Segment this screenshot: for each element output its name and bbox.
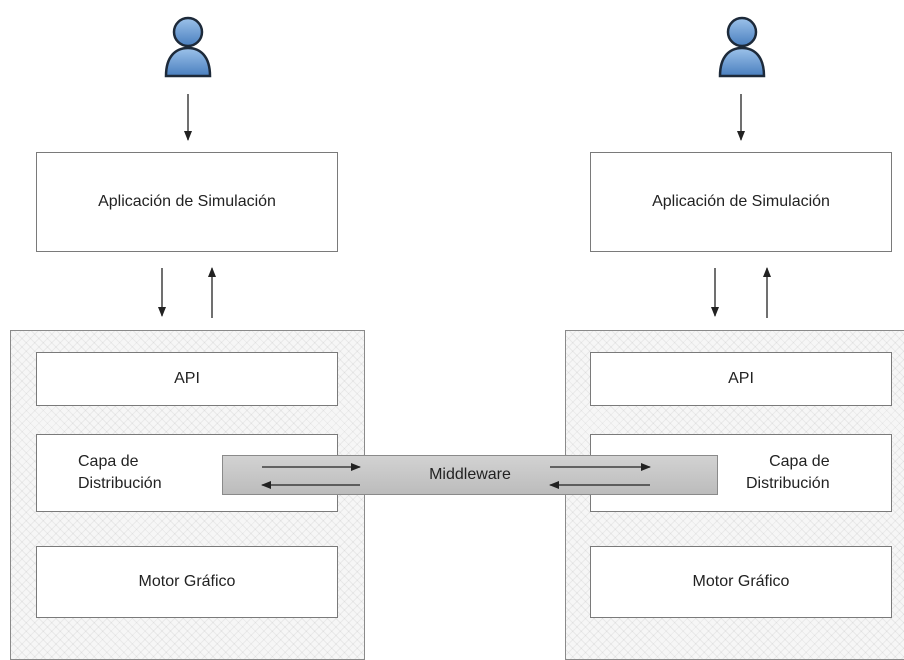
api-label-right: API: [728, 370, 754, 387]
distribution-line1-left: Capa de: [78, 453, 139, 470]
user-icon-left: [160, 10, 216, 80]
distribution-line1-right: Capa de: [769, 453, 830, 470]
app-label-left: Aplicación de Simulación: [98, 193, 276, 210]
app-label-right: Aplicación de Simulación: [652, 193, 830, 210]
user-icon-right: [714, 10, 770, 80]
distribution-label-right: Capa de Distribución: [746, 451, 830, 495]
api-box-right: API: [590, 352, 892, 406]
middleware-bar: Middleware: [222, 455, 718, 495]
middleware-label: Middleware: [429, 466, 511, 483]
api-label-left: API: [174, 370, 200, 387]
app-box-left: Aplicación de Simulación: [36, 152, 338, 252]
api-box-left: API: [36, 352, 338, 406]
motor-box-left: Motor Gráfico: [36, 546, 338, 618]
motor-label-right: Motor Gráfico: [692, 573, 790, 590]
distribution-line2-right: Distribución: [746, 475, 830, 492]
motor-box-right: Motor Gráfico: [590, 546, 892, 618]
motor-label-left: Motor Gráfico: [138, 573, 236, 590]
app-box-right: Aplicación de Simulación: [590, 152, 892, 252]
distribution-line2-left: Distribución: [78, 475, 162, 492]
distribution-label-left: Capa de Distribución: [78, 451, 162, 495]
